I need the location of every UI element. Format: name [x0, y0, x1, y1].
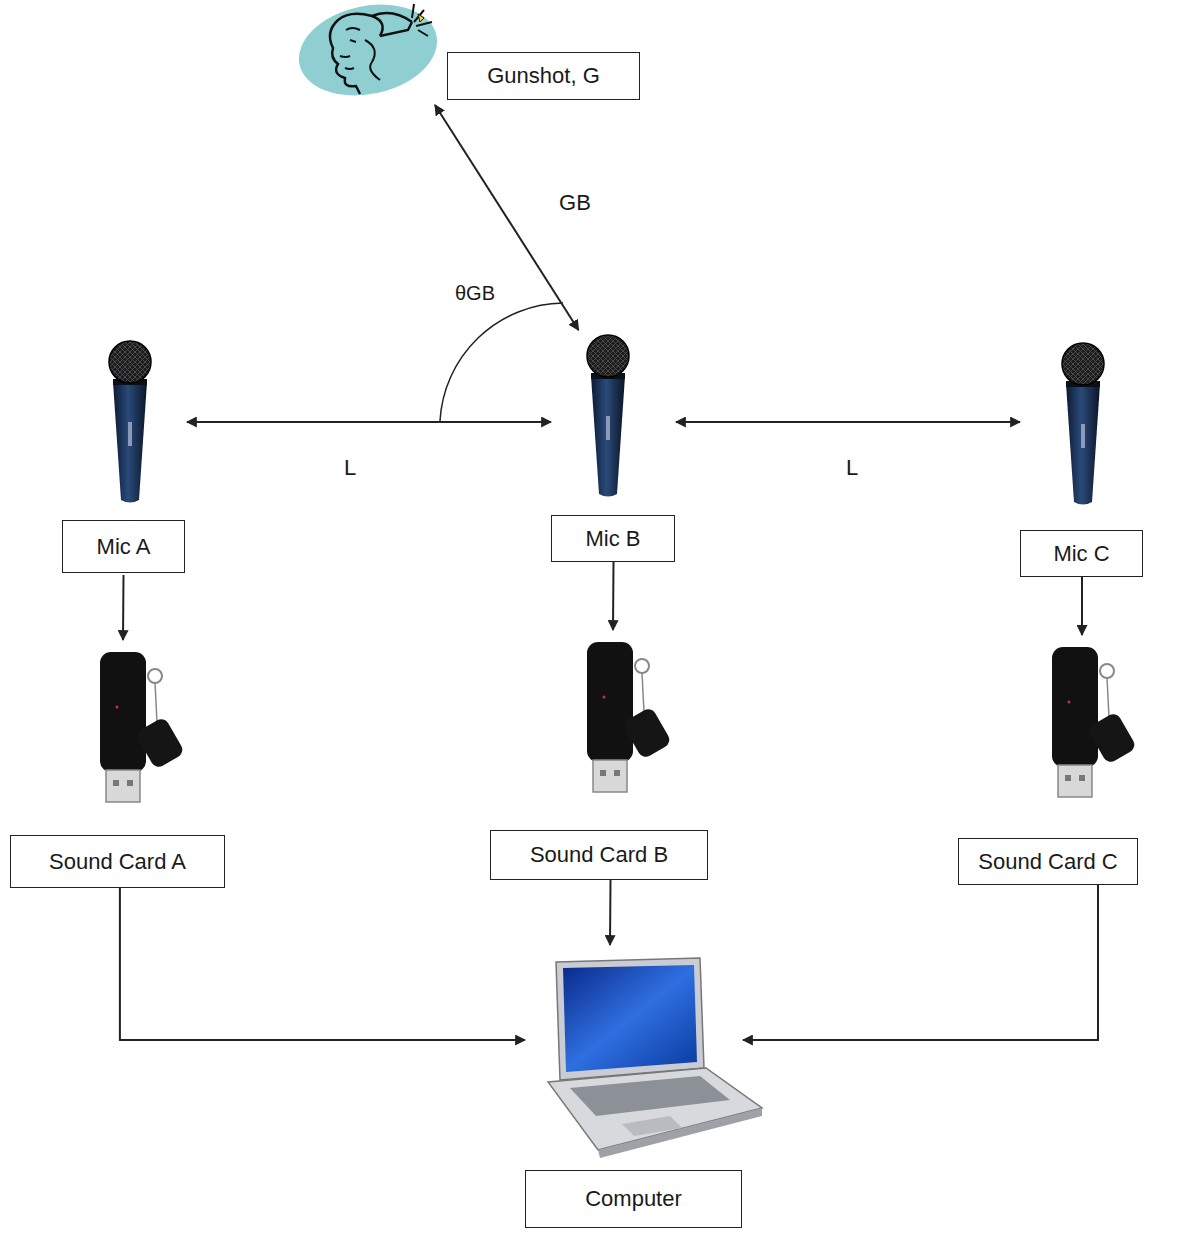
- arrow-connector: [1081, 577, 1083, 635]
- arrow-connector: [120, 888, 525, 1040]
- node-label: Sound Card C: [978, 849, 1117, 875]
- node-label: Sound Card B: [530, 842, 668, 868]
- mic-box: Mic C: [1020, 335, 1144, 577]
- node-label: Mic B: [586, 526, 641, 552]
- arrow-connector: [609, 880, 612, 945]
- laptop-icon: [548, 958, 762, 1158]
- node-label: Sound Card A: [49, 849, 186, 875]
- mic-box: Mic A: [60, 335, 187, 575]
- sound-card-box: Sound Card C: [958, 635, 1139, 885]
- source-box: Gunshot, G: [295, 0, 645, 105]
- sound-card-box: Sound Card A: [10, 640, 226, 888]
- label-box: Sound Card A: [10, 835, 225, 888]
- node-label: Gunshot, G: [487, 63, 600, 89]
- arrow-connector: [612, 562, 615, 630]
- node-label: Computer: [585, 1186, 682, 1212]
- angle-label: θGB: [455, 282, 495, 305]
- arrow-connector: [122, 575, 125, 640]
- label-box: Mic A: [62, 520, 185, 573]
- angle-arc: [440, 303, 563, 421]
- edge-label: GB: [556, 190, 594, 216]
- sound-card-box: Sound Card B: [490, 630, 709, 880]
- edge-label: L: [341, 455, 359, 481]
- sound-card-icon: [1052, 647, 1137, 797]
- microphone-icon: [587, 335, 629, 497]
- arrow-connector: [187, 421, 551, 423]
- mic-box: Mic B: [551, 330, 676, 562]
- gunshot-illustration: [290, 0, 445, 108]
- label-box: Mic B: [551, 515, 675, 562]
- arrow-connector: [676, 421, 1020, 423]
- computer-box: Computer: [525, 945, 743, 1228]
- sound-card-icon: [100, 652, 185, 802]
- microphone-icon: [109, 341, 151, 503]
- label-box: Mic C: [1020, 530, 1143, 577]
- arrow-connector: [435, 105, 579, 330]
- arrow-connector: [743, 885, 1098, 1040]
- label-box: Sound Card C: [958, 838, 1138, 885]
- label-box: Computer: [525, 1170, 742, 1228]
- node-label: Mic C: [1053, 541, 1109, 567]
- edge-label: L: [843, 455, 861, 481]
- node-label: Mic A: [97, 534, 151, 560]
- microphone-icon: [1062, 343, 1104, 505]
- label-box: Gunshot, G: [447, 52, 640, 100]
- sound-card-icon: [587, 642, 672, 792]
- label-box: Sound Card B: [490, 830, 708, 880]
